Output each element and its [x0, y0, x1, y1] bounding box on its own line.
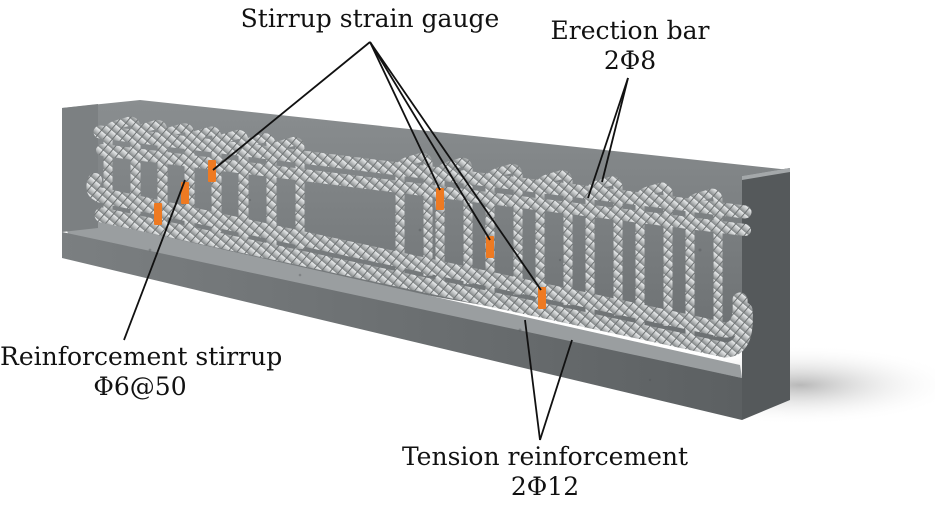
strain-gauges: [154, 160, 546, 309]
label-erection-bar: Erection bar 2Φ8: [545, 16, 715, 76]
strain-gauge: [154, 203, 162, 225]
stirrup: [635, 182, 673, 331]
label-reinforcement-stirrup-spec: Φ6@50: [93, 372, 187, 401]
label-tension-reinforcement-text: Tension reinforcement: [401, 442, 689, 471]
stirrup: [130, 119, 168, 225]
stirrup: [685, 188, 723, 341]
stirrup: [267, 136, 305, 253]
stirrup: [157, 123, 195, 230]
label-erection-bar-spec: 2Φ8: [603, 46, 657, 75]
leader-lines: [123, 41, 629, 441]
stirrup: [184, 126, 222, 236]
label-tension-reinforcement: Tension reinforcement 2Φ12: [395, 442, 695, 502]
label-stirrup-strain-gauge: Stirrup strain gauge: [230, 4, 510, 34]
stirrup: [238, 133, 276, 247]
strain-gauge: [486, 236, 494, 258]
strain-gauge: [538, 287, 546, 309]
label-reinforcement-stirrup-text: Reinforcement stirrup: [0, 342, 283, 371]
stirrup: [485, 163, 523, 299]
label-reinforcement-stirrup: Reinforcement stirrup Φ6@50: [0, 342, 283, 402]
label-erection-bar-text: Erection bar: [550, 16, 710, 45]
label-stirrup-strain-gauge-text: Stirrup strain gauge: [240, 4, 500, 33]
stirrup: [535, 170, 573, 310]
stirrup: [103, 116, 141, 219]
label-tension-reinforcement-spec: 2Φ12: [510, 472, 580, 501]
strain-gauge: [208, 160, 216, 182]
strain-gauge: [436, 188, 444, 210]
stirrup: [211, 129, 249, 242]
